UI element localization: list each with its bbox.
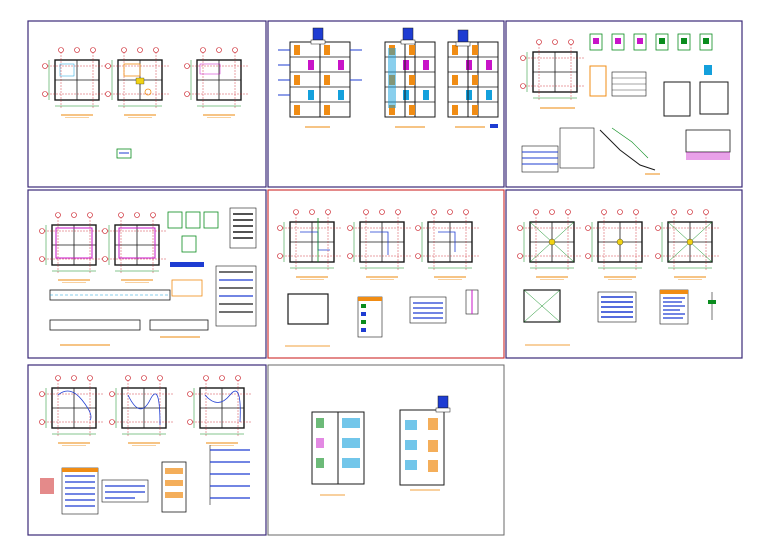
- structural-details: [519, 33, 731, 175]
- panel-sanitary-plans: [267, 189, 505, 359]
- panel-architectural-plans: [27, 20, 267, 188]
- panel-structural-details: [505, 20, 743, 188]
- panel-building-sections: [267, 20, 505, 188]
- elevations: [311, 395, 451, 496]
- electrical-plans: [518, 210, 721, 346]
- panel-foundation-plans: [27, 189, 267, 359]
- lighting-plans: [40, 376, 253, 515]
- foundation-plans: [40, 207, 257, 346]
- architectural-floor-plans: [43, 48, 250, 159]
- panel-lighting-plans: [27, 364, 267, 536]
- panel-electrical-plans: [505, 189, 743, 359]
- building-sections: [278, 27, 499, 128]
- sanitary-plans: [278, 210, 481, 347]
- panel-elevations: [267, 364, 505, 536]
